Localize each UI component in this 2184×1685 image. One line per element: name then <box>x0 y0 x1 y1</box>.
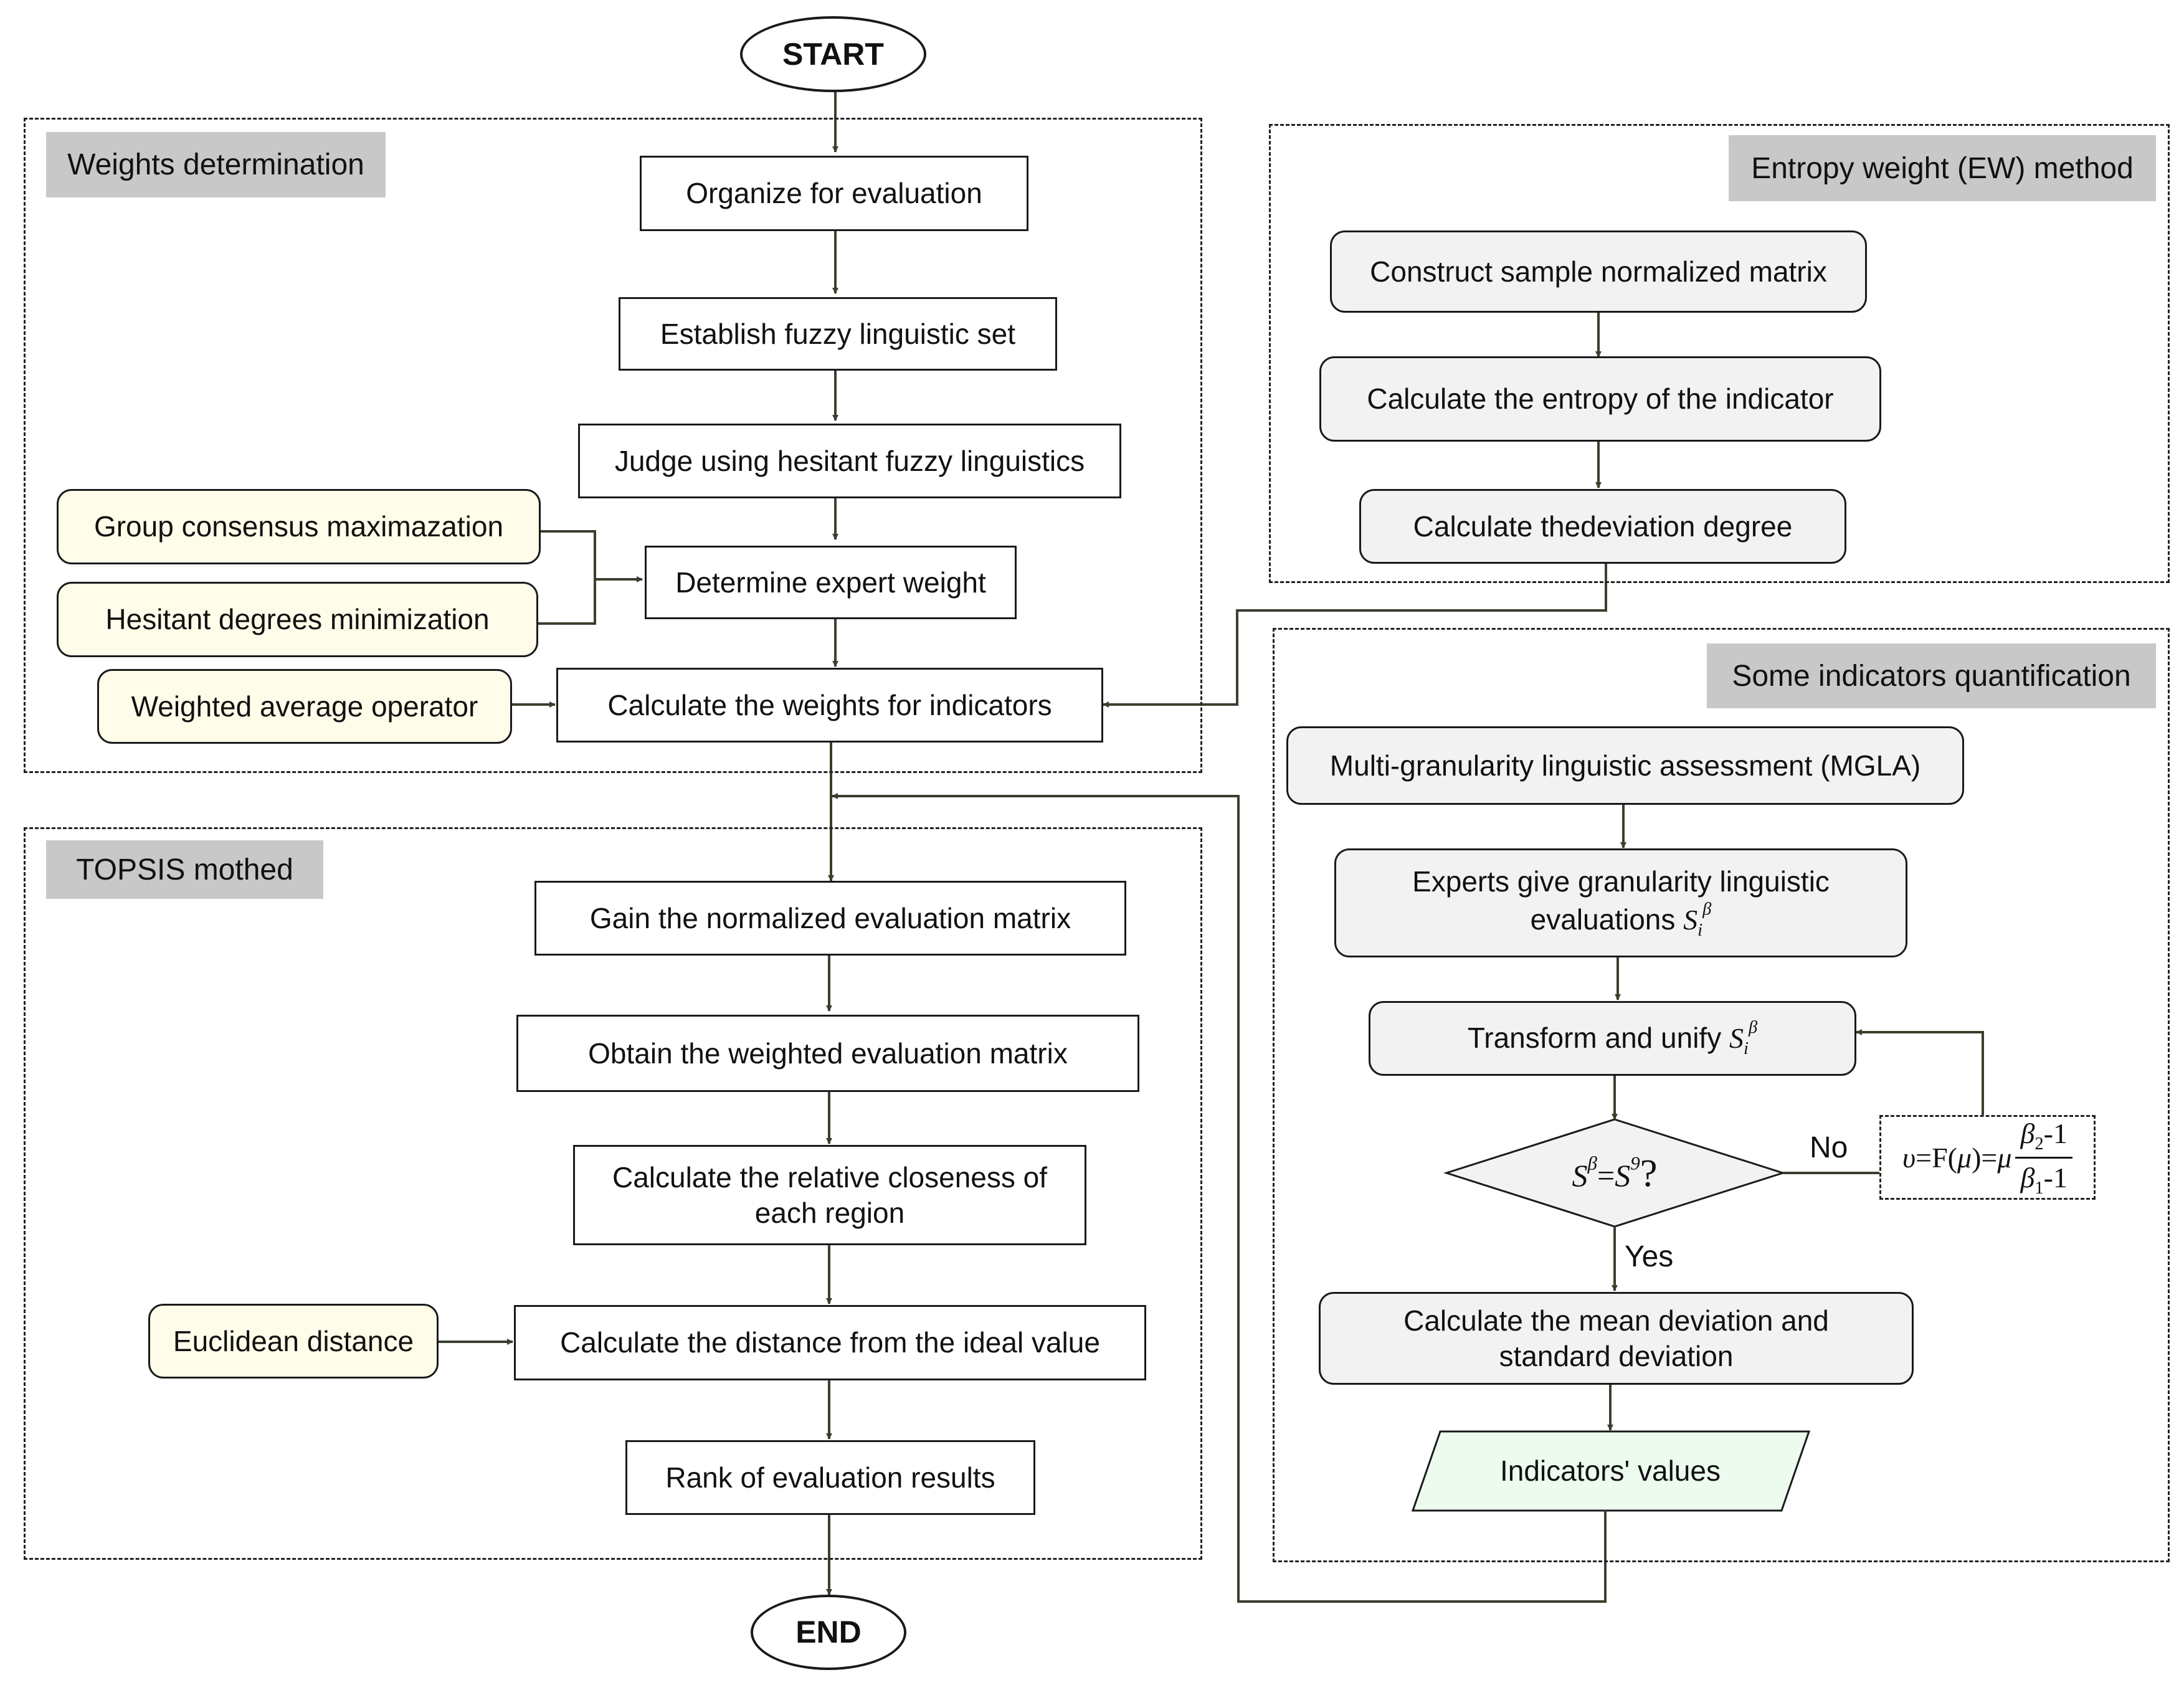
step-distance-ideal: Calculate the distance from the ideal va… <box>514 1305 1146 1380</box>
step-establish-fuzzy-set: Establish fuzzy linguistic set <box>619 297 1057 371</box>
step-judge-hesitant: Judge using hesitant fuzzy linguistics <box>578 424 1121 498</box>
input-group-consensus: Group consensus maximazation <box>57 489 541 564</box>
section-weights-determination <box>24 118 1202 773</box>
topsis-section-title: TOPSIS mothed <box>46 840 323 899</box>
entropy-section-title: Entropy weight (EW) method <box>1729 135 2156 201</box>
step-transform-unify: Transform and unify Siβ <box>1369 1001 1856 1076</box>
formula-fraction: β2-1 β1-1 <box>2015 1117 2072 1198</box>
start-terminal: START <box>740 16 926 92</box>
step-mgla: Multi-granularity linguistic assessment … <box>1286 726 1964 805</box>
quantification-section-title: Some indicators quantification <box>1707 643 2156 708</box>
step-organize-evaluation: Organize for evaluation <box>640 156 1028 231</box>
step-determine-expert-weight: Determine expert weight <box>645 546 1017 619</box>
section-topsis <box>24 827 1202 1560</box>
connector-hesitant <box>538 579 596 625</box>
mean-line2: standard deviation <box>1499 1339 1734 1372</box>
step-relative-closeness: Calculate the relative closeness of each… <box>573 1145 1086 1245</box>
relative-closeness-line1: Calculate the relative closeness of <box>612 1161 1048 1194</box>
relative-closeness-line2: each region <box>754 1196 905 1229</box>
arrow-formula-transform <box>1856 1029 1984 1115</box>
connector-consensus <box>541 530 596 579</box>
input-hesitant-minimization: Hesitant degrees minimization <box>57 582 538 657</box>
step-rank-results: Rank of evaluation results <box>625 1440 1035 1515</box>
end-terminal: END <box>751 1595 906 1670</box>
input-weighted-average: Weighted average operator <box>97 669 512 744</box>
step-calculate-entropy: Calculate the entropy of the indicator <box>1319 356 1881 442</box>
step-calculate-weights: Calculate the weights for indicators <box>556 668 1103 743</box>
step-experts-evaluations: Experts give granularity linguistic eval… <box>1334 848 1907 957</box>
experts-line2: evaluations Siβ <box>1530 899 1712 941</box>
section-quantification <box>1273 628 2170 1562</box>
arrow-output-feedback <box>832 793 1607 1603</box>
decision-label: Sβ=S9? <box>1572 1151 1658 1195</box>
symbol-s-i-beta: Siβ <box>1683 899 1712 941</box>
granularity-formula: υ=F(μ)=μ β2-1 β1-1 <box>1879 1115 2096 1200</box>
experts-line1: Experts give granularity linguistic <box>1412 865 1830 898</box>
mean-line1: Calculate the mean deviation and <box>1403 1304 1829 1337</box>
weights-section-title: Weights determination <box>46 132 386 197</box>
input-euclidean-distance: Euclidean distance <box>148 1304 439 1379</box>
step-obtain-weighted: Obtain the weighted evaluation matrix <box>516 1015 1139 1092</box>
symbol-s-i-beta-2: Siβ <box>1729 1017 1758 1058</box>
output-parallelogram <box>1411 1430 1811 1512</box>
section-entropy-weight <box>1269 124 2170 583</box>
step-construct-matrix: Construct sample normalized matrix <box>1330 230 1867 313</box>
yes-label: Yes <box>1625 1240 1674 1273</box>
no-label: No <box>1810 1131 1848 1164</box>
step-gain-normalized: Gain the normalized evaluation matrix <box>534 881 1126 956</box>
output-indicators-values: Indicators' values <box>1500 1455 1721 1488</box>
step-mean-deviation: Calculate the mean deviation and standar… <box>1319 1292 1914 1385</box>
arrow-deviation-weights <box>1103 564 1607 708</box>
step-deviation-degree: Calculate thedeviation degree <box>1359 489 1846 564</box>
